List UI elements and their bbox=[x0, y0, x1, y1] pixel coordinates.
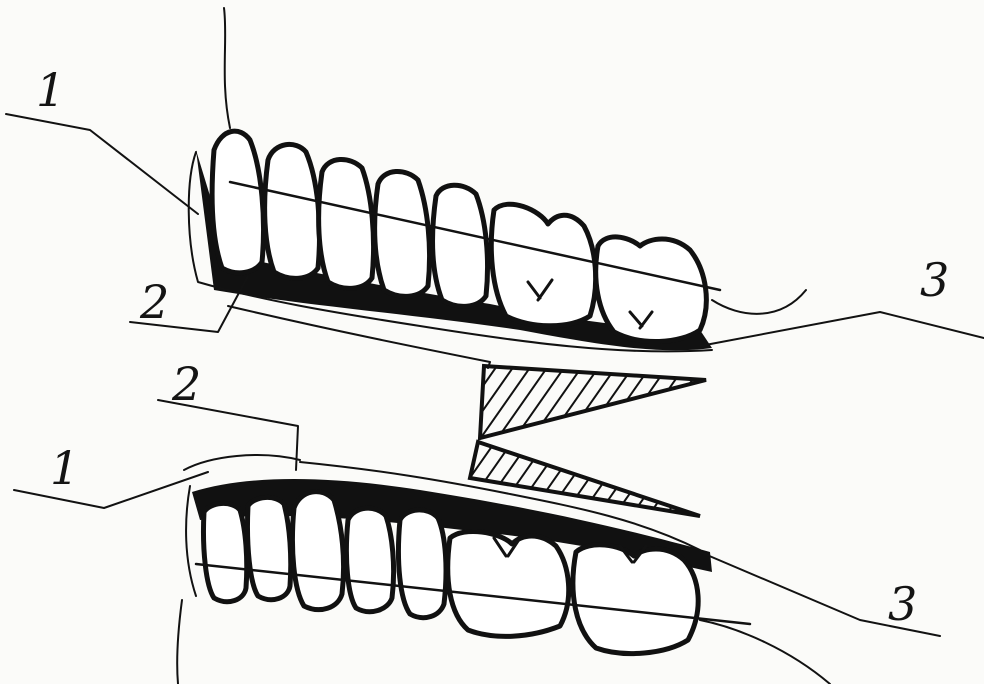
upper-tooth-7 bbox=[596, 237, 707, 342]
upper-tooth-3 bbox=[319, 159, 374, 288]
label-lower-1: 1 bbox=[50, 441, 79, 495]
leader-upper-3 bbox=[700, 312, 984, 346]
lower-tooth-2 bbox=[247, 497, 290, 599]
upper-tooth-4 bbox=[375, 171, 430, 296]
lower-posterior-flange bbox=[700, 620, 830, 684]
upper-tooth-5 bbox=[433, 185, 488, 306]
upper-posterior-flange bbox=[712, 290, 806, 314]
lower-dental-arch bbox=[177, 455, 830, 684]
upper-dental-arch bbox=[189, 8, 806, 368]
upper-midline-stroke bbox=[224, 8, 230, 128]
label-upper-1: 1 bbox=[36, 63, 65, 117]
label-lower-3: 3 bbox=[888, 577, 917, 631]
lower-tooth-1 bbox=[203, 503, 246, 601]
upper-tooth-2 bbox=[265, 144, 320, 278]
label-lower-2: 2 bbox=[171, 357, 201, 411]
leader-lower-1 bbox=[14, 472, 208, 508]
label-upper-2: 2 bbox=[139, 275, 169, 329]
lower-tooth-4 bbox=[346, 508, 393, 612]
lower-tooth-3 bbox=[292, 492, 343, 610]
upper-tooth-1 bbox=[212, 131, 263, 273]
upper-wedge bbox=[480, 366, 706, 438]
upper-tooth-6 bbox=[491, 204, 595, 326]
leader-upper-1 bbox=[6, 114, 198, 214]
lower-tooth-5 bbox=[398, 510, 446, 618]
lower-tooth-6 bbox=[448, 531, 569, 636]
lower-midline-stroke bbox=[177, 600, 182, 684]
label-upper-3: 3 bbox=[920, 253, 949, 307]
